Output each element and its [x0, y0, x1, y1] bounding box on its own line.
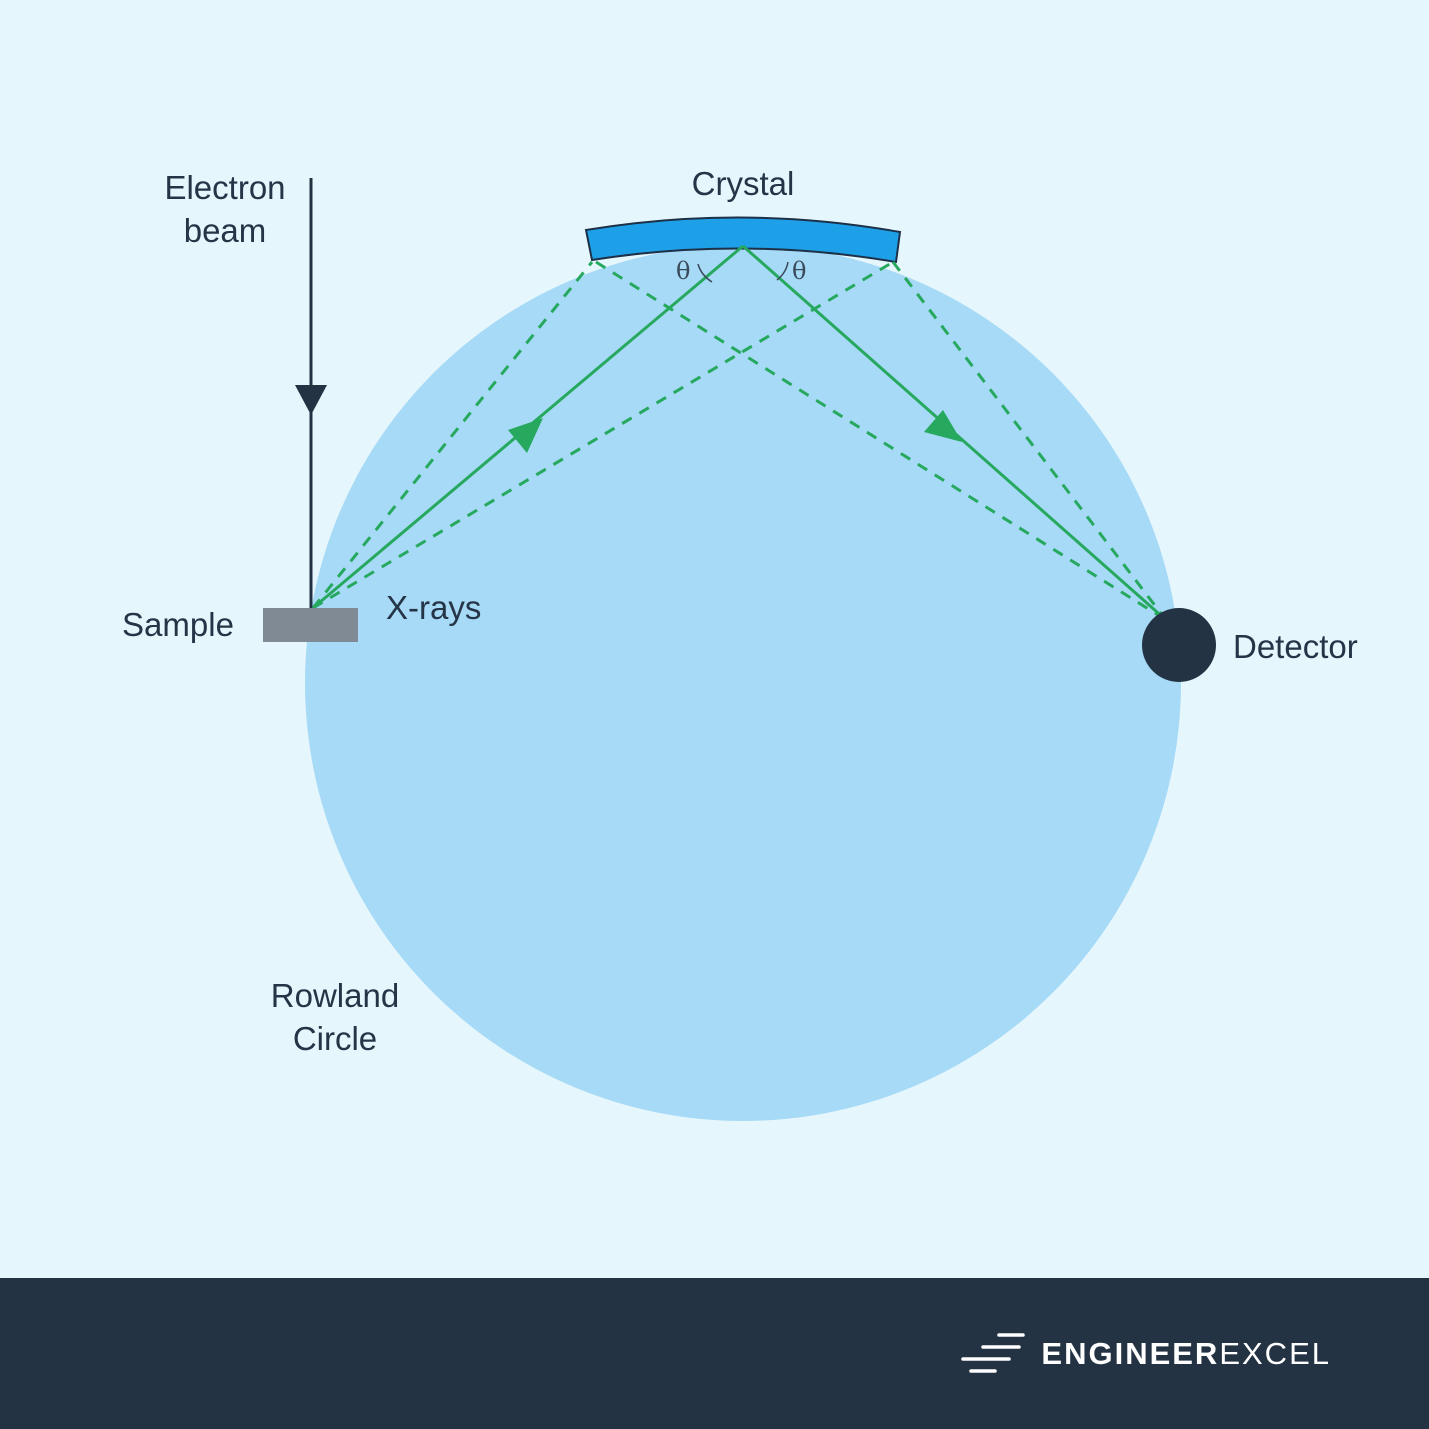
detector-label: Detector	[1233, 628, 1358, 665]
brand-logo[interactable]: ENGINEEREXCEL	[959, 1324, 1331, 1384]
theta-left-label: θ	[676, 257, 690, 285]
incident-ray	[312, 244, 744, 610]
rowland-circle	[305, 245, 1181, 1121]
brand-part2: EXCEL	[1219, 1336, 1331, 1371]
xrays-label: X-rays	[386, 589, 481, 626]
crystal-label: Crystal	[692, 165, 795, 202]
rowland-circle-label-line1: Rowland	[271, 977, 399, 1014]
detector	[1142, 608, 1216, 682]
theta-right-label: θ	[792, 257, 806, 285]
dashed-rays	[311, 260, 1168, 622]
electron-beam-label-line2: beam	[184, 212, 267, 249]
electron-beam-label-line1: Electron	[164, 169, 285, 206]
sample	[263, 608, 358, 642]
brand-part1: ENGINEER	[1041, 1336, 1220, 1371]
speed-lines-icon	[961, 1333, 1026, 1373]
rowland-circle-label-line2: Circle	[293, 1020, 377, 1057]
sample-label: Sample	[122, 606, 234, 643]
diffracted-ray	[742, 244, 1167, 622]
rowland-circle-diagram: θ θ Electron beam Crystal Sample X-rays …	[122, 165, 1358, 1121]
theta-arc-right	[776, 261, 789, 281]
footer-bar: ENGINEEREXCEL	[0, 1278, 1429, 1429]
electron-beam-arrow	[295, 178, 327, 608]
theta-arc-left	[697, 263, 713, 283]
brand-wordmark: ENGINEEREXCEL	[1041, 1336, 1331, 1372]
crystal	[584, 216, 902, 264]
